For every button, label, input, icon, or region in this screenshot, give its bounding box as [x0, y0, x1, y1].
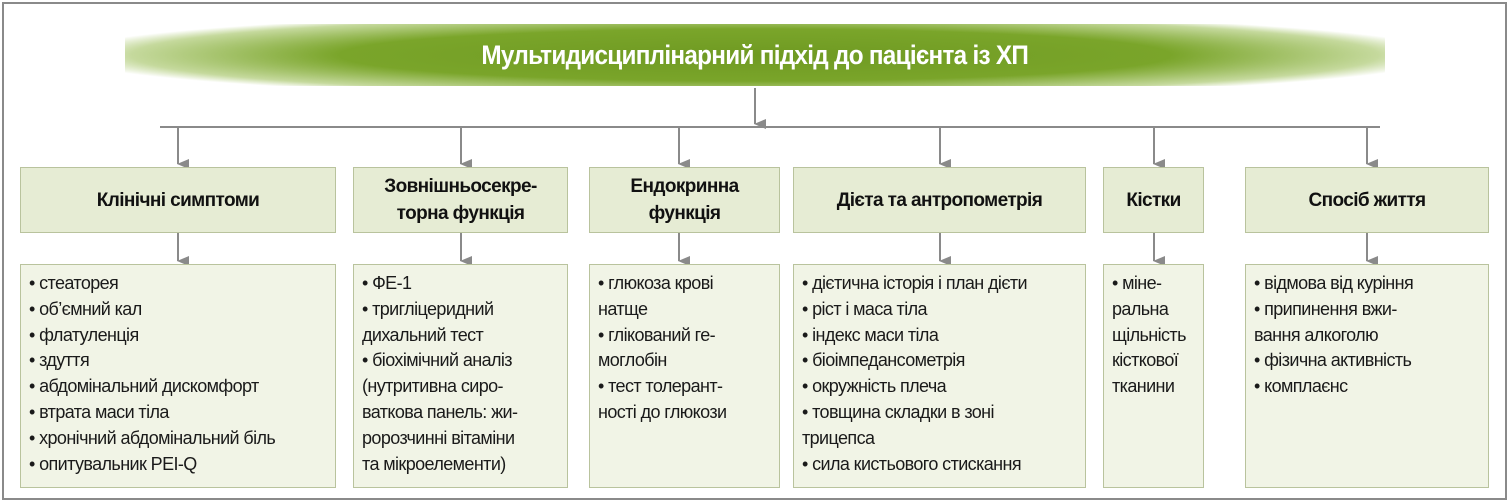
list-item: • відмова від куріння	[1254, 273, 1414, 293]
list-item: щільність	[1112, 324, 1186, 345]
list-item: • опитувальник PEI-Q	[29, 453, 197, 474]
header-lifestyle: Спосіб життя	[1245, 167, 1489, 233]
list-item: кісткової	[1112, 350, 1179, 371]
list-item: • окружність плеча	[802, 376, 947, 397]
header-text: Кістки	[1126, 189, 1181, 211]
header-text: Спосіб життя	[1308, 189, 1426, 211]
list-item: тканини	[1112, 376, 1175, 397]
list-item: • абдомінальний дискомфорт	[29, 376, 259, 397]
list-item: моглобін	[598, 350, 667, 371]
header-exocrine-function: Зовнішньосекре-торна функція	[353, 167, 568, 233]
list-item: ророзчинні вітаміни	[362, 427, 515, 448]
list-item: • товщина складки в зоні	[802, 401, 995, 422]
list-item: • біоімпедансометрія	[802, 350, 965, 371]
list-item: дихальний тест	[362, 324, 484, 345]
list-item: • міне-	[1112, 273, 1162, 293]
header-bones: Кістки	[1103, 167, 1204, 233]
list-bones: • міне-ральна щільність кісткової тканини	[1103, 264, 1204, 488]
header-text: Зовнішньосекре-	[384, 176, 537, 197]
header-text: Дієта та антропометрія	[836, 189, 1043, 211]
list-item: • індекс маси тіла	[802, 324, 939, 345]
list-diet-anthropometry: • дієтична історія і план дієти • ріст і …	[793, 264, 1086, 488]
list-item: та мікроелементи)	[362, 453, 506, 474]
list-item: • ФЕ-1	[362, 273, 412, 293]
list-item: • флатуленція	[29, 324, 139, 345]
list-item: • комплаєнс	[1254, 376, 1348, 397]
list-item: • фізична активність	[1254, 350, 1412, 371]
header-endocrine-function: Ендокринна функція	[589, 167, 780, 233]
header-text: функція	[648, 203, 721, 224]
list-item: • біохімічний аналіз	[362, 350, 513, 371]
header-text: Клінічні симптоми	[96, 189, 260, 211]
list-item: трицепса	[802, 427, 875, 448]
list-exocrine-function: • ФЕ-1 • тригліцеридний дихальний тест • бі…	[353, 264, 568, 488]
list-item: • тест толерант-	[598, 376, 723, 397]
list-item: • втрата маси тіла	[29, 401, 169, 422]
list-item: • сила кистьового стискання	[802, 453, 1022, 474]
list-item: ності до глюкози	[598, 401, 727, 422]
list-item: • ріст і маса тіла	[802, 298, 928, 319]
list-item: натще	[598, 298, 648, 319]
list-endocrine-function: • глюкоза крові натще • глікований ге-могл…	[589, 264, 780, 488]
list-item: • об’ємний кал	[29, 298, 142, 319]
header-text: Ендокринна	[630, 176, 739, 197]
list-item: вання алкоголю	[1254, 324, 1379, 345]
list-item: ральна	[1112, 298, 1169, 319]
header-text: торна функція	[396, 203, 525, 224]
list-item: • глікований ге-	[598, 324, 716, 345]
list-item: • дієтична історія і план дієти	[802, 273, 1028, 293]
list-item: (нутритивна сиро-	[362, 376, 504, 397]
list-item: • здуття	[29, 350, 90, 371]
list-item: • глюкоза крові	[598, 273, 714, 293]
header-diet-anthropometry: Дієта та антропометрія	[793, 167, 1086, 233]
list-item: • тригліцеридний	[362, 298, 494, 319]
header-clinical-symptoms: Клінічні симптоми	[20, 167, 336, 233]
diagram-title: Мультидисциплінарний підхід до пацієнта …	[481, 39, 1030, 70]
list-clinical-symptoms: • стеаторея • об’ємний кал • флатуленція • …	[20, 264, 336, 488]
list-lifestyle: • відмова від куріння • припинення вжи-ва…	[1245, 264, 1489, 488]
list-item: • хронічний абдомінальний біль	[29, 427, 276, 448]
list-item: • стеаторея	[29, 273, 119, 293]
diagram-title-banner: Мультидисциплінарний підхід до пацієнта …	[125, 24, 1385, 86]
list-item: • припинення вжи-	[1254, 298, 1397, 319]
list-item: ваткова панель: жи-	[362, 401, 518, 422]
